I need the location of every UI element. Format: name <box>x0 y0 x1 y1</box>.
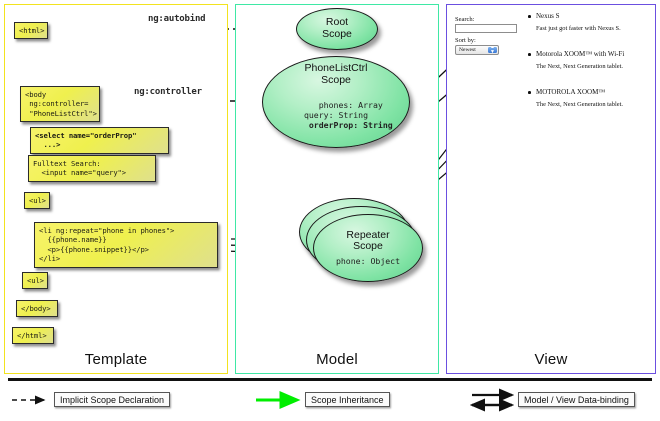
legend-item-model-view-data-binding: Model / View Data-binding <box>518 392 635 407</box>
view-phone-snippet: The Next, Next Generation tablet. <box>536 63 623 70</box>
scope-root: Root Scope <box>296 8 378 50</box>
scope-root-title-line1: Root <box>325 16 349 29</box>
template-column: Template <box>4 4 228 374</box>
scope-repeater-title: Repeater Scope <box>346 228 390 254</box>
view-phone-name: MOTOROLA XOOM™ <box>536 88 606 96</box>
code-box-ul-close: <ul> <box>22 272 48 289</box>
view-phone-snippet: Fast just got faster with Nexus S. <box>536 25 621 32</box>
scope-repeater-properties: phone: Object <box>335 256 401 267</box>
view-column: View <box>446 4 656 374</box>
scope-phonelistctrl-title-line2: Scope <box>321 73 351 86</box>
scope-phonelistctrl: PhoneListCtrl Scope phones: Array query:… <box>262 56 410 148</box>
template-column-label: Template <box>84 351 148 368</box>
code-box-body-open: <body ng:controller= "PhoneListCtrl"> <box>20 86 100 122</box>
sort-by-select-value: Newest <box>459 47 476 53</box>
scope-phonelistctrl-title-line1: PhoneListCtrl <box>304 62 368 75</box>
search-input[interactable] <box>455 24 517 33</box>
bullet-icon <box>528 91 531 94</box>
legend-item-scope-inheritance: Scope Inheritance <box>305 392 390 407</box>
scope-repeater-title-line1: Repeater <box>346 228 390 241</box>
label-ng-autobind: ng:autobind <box>148 14 206 24</box>
scope-phonelistctrl-properties: phones: Array query: String orderProp: S… <box>279 90 393 141</box>
scope-phonelistctrl-title: PhoneListCtrl Scope <box>304 62 368 87</box>
view-column-label: View <box>534 351 568 368</box>
sort-by-select[interactable]: Newest ▲▼ <box>455 45 499 55</box>
sort-by-label: Sort by: <box>455 37 476 44</box>
code-box-body-close: </body> <box>16 300 58 317</box>
scope-root-title: Root Scope <box>322 16 352 41</box>
code-box-fulltext-search: Fulltext Search: <input name="query"> <box>28 155 156 182</box>
label-ng-controller: ng:controller <box>134 87 202 97</box>
code-box-html-close: </html> <box>12 327 54 344</box>
code-box-li-ngrepeat: <li ng:repeat="phone in phones"> {{phone… <box>34 222 218 268</box>
legend-divider <box>8 378 652 381</box>
model-column-label: Model <box>316 351 358 368</box>
legend-item-implicit-scope-declaration: Implicit Scope Declaration <box>54 392 171 407</box>
code-box-select-orderprop: <select name="orderProp" ...> <box>30 127 169 154</box>
scope-repeater-title-line2: Scope <box>353 240 383 253</box>
code-box-ul-open: <ul> <box>24 192 50 209</box>
scope-root-title-line2: Scope <box>322 28 352 40</box>
view-phone-name: Nexus S <box>536 12 560 20</box>
search-label: Search: <box>455 16 475 23</box>
scope-repeater: Repeater Scope phone: Object <box>313 214 423 282</box>
scope-phonelistctrl-properties-bold: orderProp: String <box>308 120 393 131</box>
legend: Implicit Scope Declaration Scope Inherit… <box>0 378 660 421</box>
code-box-html-open: <html> <box>14 22 48 39</box>
view-phone-snippet: The Next, Next Generation tablet. <box>536 101 623 108</box>
view-phone-name: Motorola XOOM™ with Wi-Fi <box>536 50 625 58</box>
bullet-icon <box>528 15 531 18</box>
chevron-updown-icon: ▲▼ <box>488 46 497 54</box>
scope-phonelistctrl-properties-plain: phones: Array query: String <box>303 99 383 121</box>
bullet-icon <box>528 53 531 56</box>
